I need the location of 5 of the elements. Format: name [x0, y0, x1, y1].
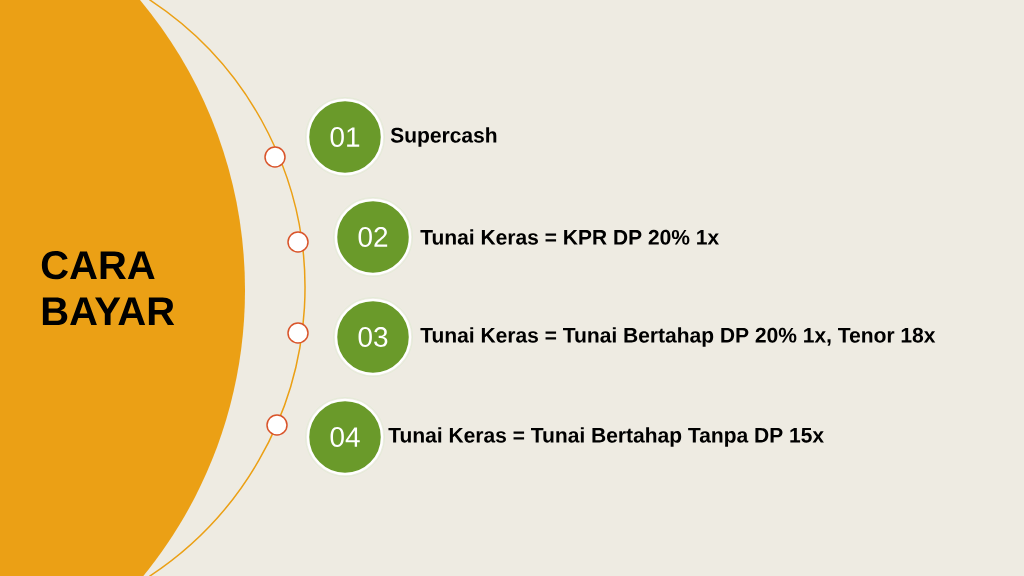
heading: CARA BAYAR: [41, 251, 175, 325]
item-text: Supercash: [390, 127, 497, 147]
item-text: Tunai Keras = Tunai Bertahap Tanpa DP 15x: [388, 427, 824, 447]
item-text: Tunai Keras = KPR DP 20% 1x: [420, 229, 719, 245]
item-text: Tunai Keras = Tunai Bertahap DP 20% 1x, Tenor 18x: [420, 327, 936, 347]
